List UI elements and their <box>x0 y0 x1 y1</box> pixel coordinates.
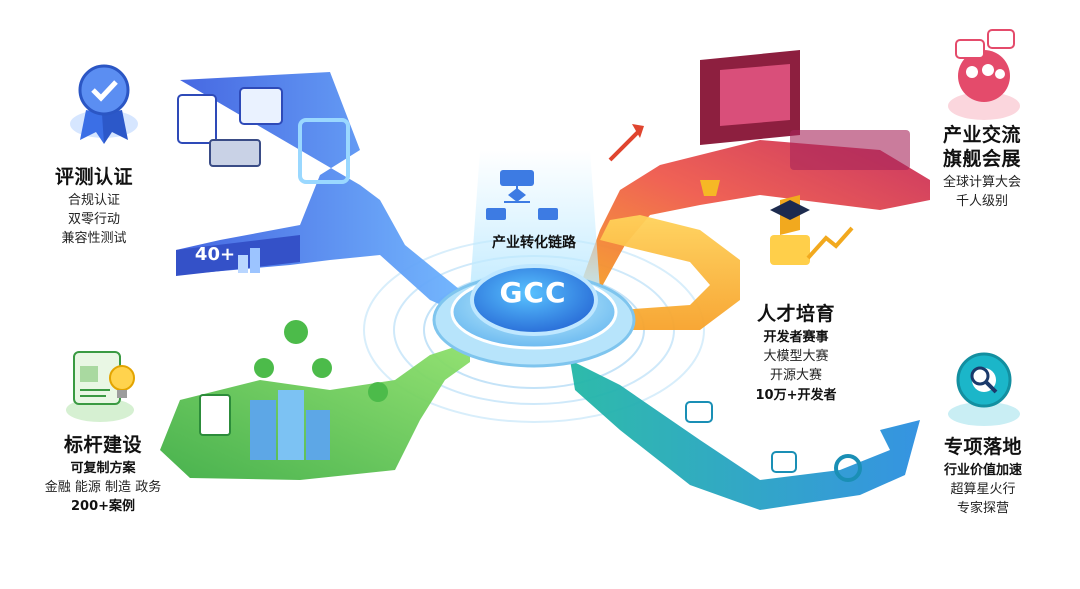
benchmark-item: 可复制方案 <box>70 460 136 476</box>
exchange-item: 千人级别 <box>955 193 1008 209</box>
certification-item: 兼容性测试 <box>61 231 127 247</box>
exchange-path <box>575 50 930 300</box>
talent-item: 开发者赛事 <box>763 329 829 345</box>
certification-item: 双零行动 <box>67 212 120 227</box>
certification-section: 评测认证 合规认证 双零行动 兼容性测试 <box>38 166 150 248</box>
exchange-item: 全球计算大会 <box>942 174 1021 190</box>
project-path <box>570 360 920 510</box>
project-item: 专家探营 <box>956 501 1009 517</box>
certification-item: 合规认证 <box>67 192 120 208</box>
talent-item: 10万+开发者 <box>755 387 837 403</box>
exchange-subtitle: 旗舰会展 <box>942 147 1021 170</box>
project-item: 行业价值加速 <box>943 462 1022 478</box>
benchmark-item: 200+案例 <box>70 499 136 515</box>
talent-path <box>575 180 854 330</box>
audience-chat-icon <box>948 29 1020 120</box>
certification-count-badge: 40+ <box>194 244 236 265</box>
talent-section: 人才培育 开发者赛事 大模型大赛 开源大赛 10万+开发者 <box>726 303 866 404</box>
award-ribbon-icon <box>70 64 138 144</box>
project-section: 专项落地 行业价值加速 超算星火行 专家探营 <box>912 436 1054 518</box>
gcc-logo-text: GCC <box>499 276 567 309</box>
center-title: 产业转化链路 <box>492 235 576 251</box>
gear-magnifier-icon <box>948 352 1020 426</box>
scroll-lightbulb-icon <box>66 351 135 422</box>
benchmark-section: 标杆建设 可复制方案 金融 能源 制造 政务 200+案例 <box>28 434 178 516</box>
exchange-section: 产业交流 旗舰会展 全球计算大会 千人级别 <box>918 124 1046 210</box>
benchmark-path <box>160 320 470 480</box>
project-item: 超算星火行 <box>950 482 1016 497</box>
project-title: 专项落地 <box>943 436 1022 458</box>
talent-title: 人才培育 <box>756 303 835 325</box>
talent-item: 开源大赛 <box>769 368 822 384</box>
exchange-title: 产业交流 <box>942 124 1021 146</box>
talent-item: 大模型大赛 <box>763 349 829 364</box>
central-hub <box>432 150 636 368</box>
benchmark-item: 金融 能源 制造 政务 <box>44 480 162 495</box>
certification-path <box>176 72 475 320</box>
benchmark-title: 标杆建设 <box>63 434 142 456</box>
certification-title: 评测认证 <box>54 166 133 188</box>
